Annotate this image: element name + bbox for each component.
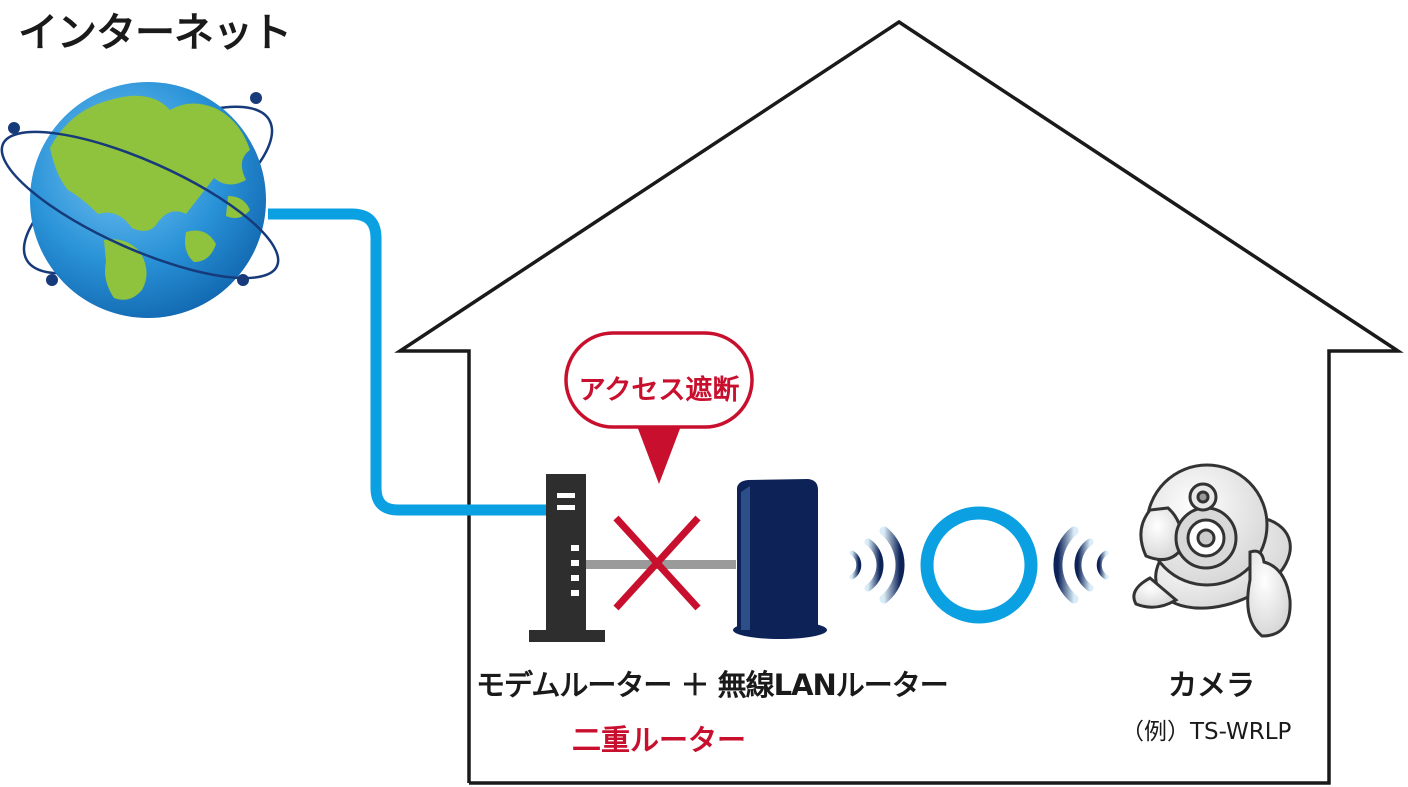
wifi-signal-icon [1053, 526, 1109, 604]
devices-label: モデムルーター ＋ 無線LANルーター [476, 668, 949, 702]
camera-icon [1132, 463, 1292, 638]
access-blocked-label: アクセス遮断 [578, 375, 740, 406]
wireless-router-icon [733, 479, 827, 639]
blocked-x-icon [613, 515, 701, 611]
modem-icon [529, 474, 605, 642]
double-router-label: 二重ルーター [572, 723, 747, 757]
camera-model-label: （例）TS-WRLP [1121, 719, 1292, 745]
wifi-signal-icon [849, 526, 905, 604]
internet-cable [268, 208, 550, 516]
access-blocked-bubble [564, 331, 754, 484]
house-outline [394, 19, 1404, 785]
connection-ok-ring-icon [920, 506, 1038, 624]
globe-icon [0, 82, 280, 318]
internet-title: インターネット [18, 10, 292, 56]
camera-label: カメラ [1168, 668, 1256, 702]
